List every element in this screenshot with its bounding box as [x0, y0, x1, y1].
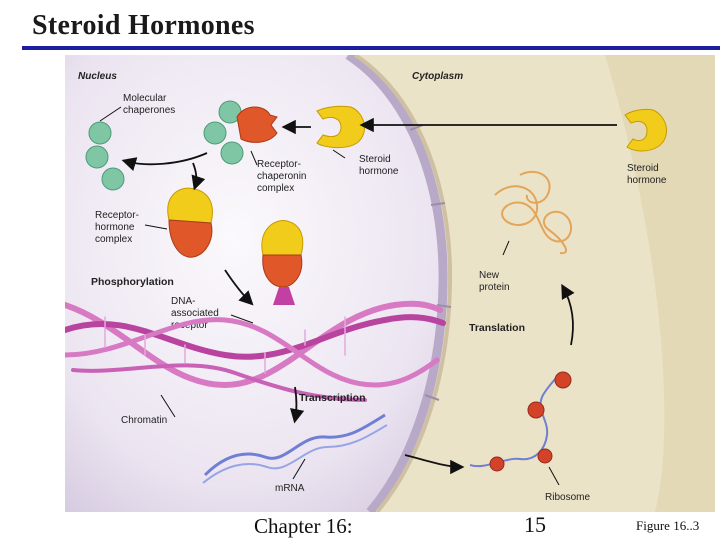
ribosome	[537, 448, 553, 464]
ribosome	[527, 401, 545, 419]
phosphorylation-arrow	[224, 269, 254, 306]
footer-chapter: Chapter 16:	[254, 514, 353, 538]
complex-migration-arrow	[191, 162, 206, 191]
nucleus-label: Nucleus	[78, 71, 117, 82]
steroid-hormone-nuclear	[316, 105, 366, 149]
footer-page-number: 15	[524, 512, 546, 537]
ribosome-label: Ribosome	[545, 492, 590, 503]
slide-title: Steroid Hormones	[32, 10, 255, 41]
mrna-label: mRNA	[275, 483, 305, 494]
ribosome	[489, 456, 505, 472]
chromatin-label: Chromatin	[121, 415, 167, 426]
footer-figure-ref: Figure 16..3	[636, 518, 700, 533]
dna-associated-receptor	[261, 220, 304, 305]
transcription-arrow	[290, 386, 305, 424]
polysome	[469, 371, 572, 472]
mrna-export-arrow	[404, 454, 465, 475]
chromatin-dna	[65, 300, 446, 402]
ribosome	[554, 371, 572, 389]
translation-label: Translation	[469, 322, 525, 334]
nuclear-envelope	[345, 55, 448, 512]
receptor-hormone-complex	[167, 187, 213, 258]
title-underline	[22, 46, 720, 50]
translation-arrow	[561, 283, 575, 346]
cytoplasm-shading	[605, 55, 715, 512]
phosphorylation-label: Phosphorylation	[91, 276, 174, 288]
transcription-label: Transcription	[299, 392, 366, 404]
cytoplasm-label: Cytoplasm	[412, 71, 463, 82]
mrna-strand	[202, 413, 388, 484]
molecular-chaperones	[85, 121, 125, 191]
receptor-chaperonin-complex	[203, 100, 278, 165]
dissociation-arrow	[121, 152, 208, 171]
new-protein	[494, 170, 573, 255]
steroid-hormone-extracellular	[624, 108, 668, 152]
nuclear-pores	[409, 124, 452, 401]
